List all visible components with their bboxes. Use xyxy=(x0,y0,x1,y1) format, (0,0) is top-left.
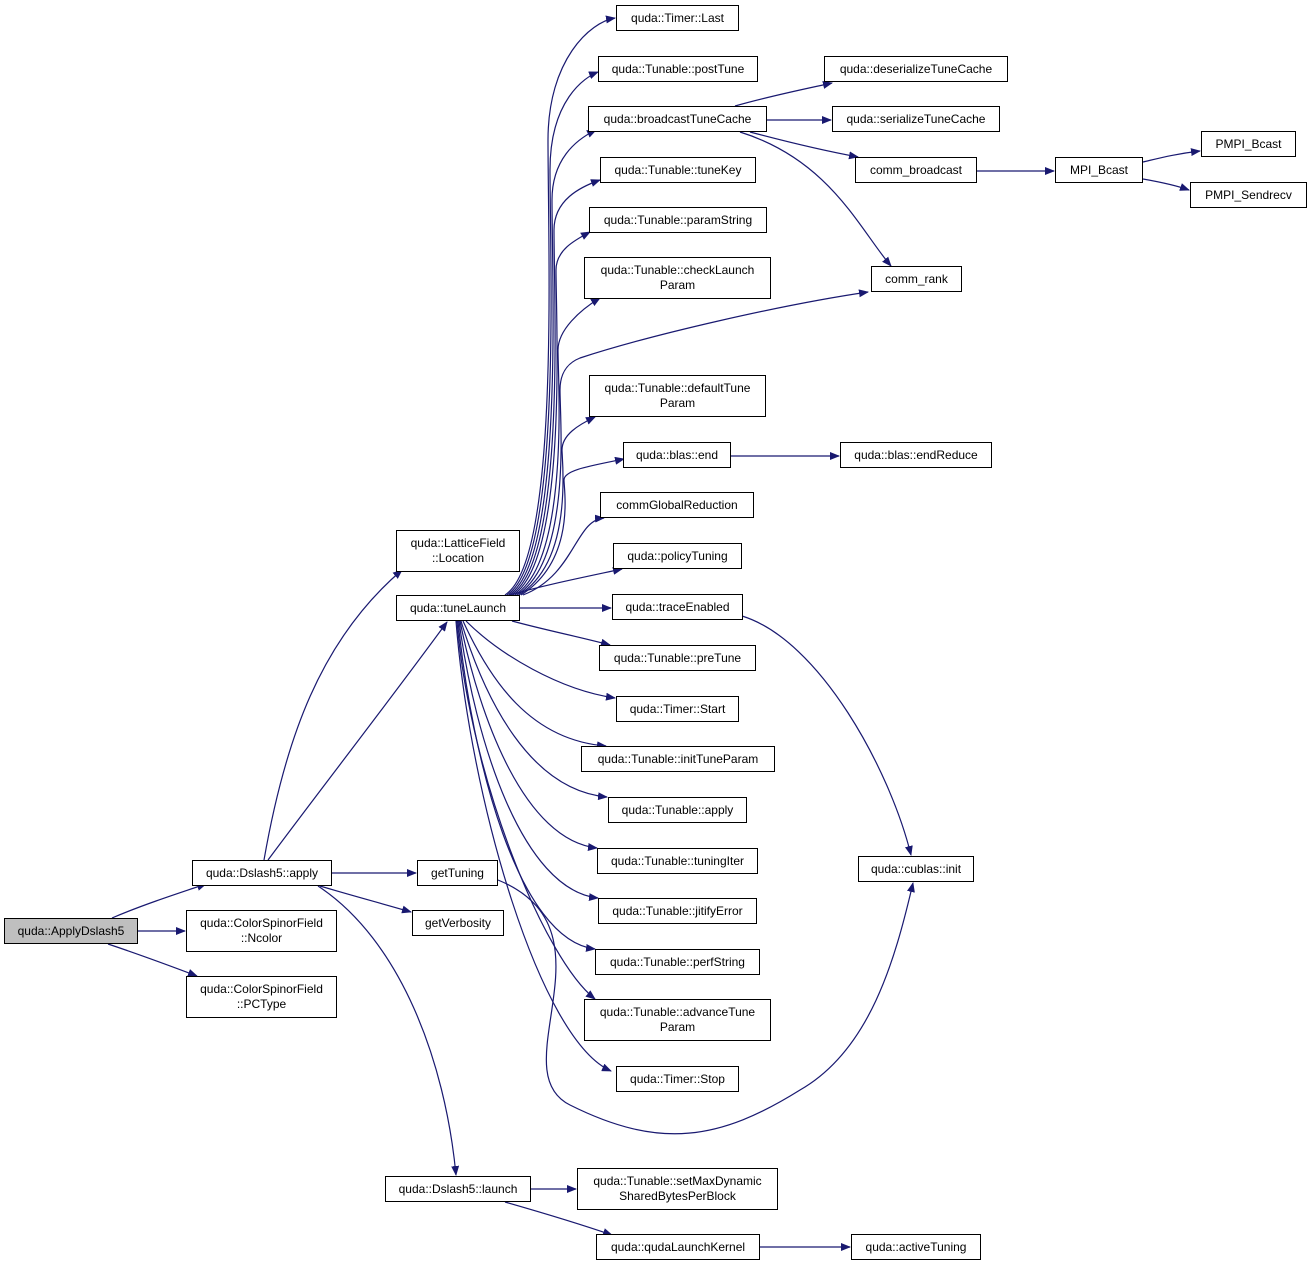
node-pre-tune[interactable]: quda::Tunable::preTune xyxy=(599,645,756,671)
node-dslash5-apply[interactable]: quda::Dslash5::apply xyxy=(192,860,332,886)
node-jitify-error[interactable]: quda::Tunable::jitifyError xyxy=(598,898,757,924)
node-broadcast-tune-cache[interactable]: quda::broadcastTuneCache xyxy=(588,106,767,132)
edge-dslash5-launch-to-quda-launch-kernel xyxy=(504,1201,613,1236)
node-blas-end[interactable]: quda::blas::end xyxy=(623,442,731,468)
edge-broadcast-tune-cache-to-comm-broadcast xyxy=(749,131,859,160)
edge-tune-launch-to-check-launch-param xyxy=(514,297,601,596)
edge-tune-launch-to-broadcast-tune-cache xyxy=(508,129,597,596)
node-pctype[interactable]: quda::ColorSpinorField ::PCType xyxy=(186,976,337,1018)
edge-dslash5-apply-to-lattice-location xyxy=(263,569,403,861)
edge-tune-launch-to-param-string xyxy=(512,231,591,596)
node-timer-start[interactable]: quda::Timer::Start xyxy=(616,696,739,722)
edge-broadcast-tune-cache-to-deserialize xyxy=(734,81,833,107)
node-serialize-tune-cache[interactable]: quda::serializeTuneCache xyxy=(832,106,1000,132)
edge-tune-launch-to-tunable-apply xyxy=(460,620,608,801)
edge-broadcast-tune-cache-to-comm-rank xyxy=(739,131,892,267)
node-pmpi-bcast[interactable]: PMPI_Bcast xyxy=(1201,131,1296,157)
node-tuning-iter[interactable]: quda::Tunable::tuningIter xyxy=(597,848,758,874)
edge-mpi-bcast-to-pmpi-bcast xyxy=(1142,148,1201,163)
node-blas-end-reduce[interactable]: quda::blas::endReduce xyxy=(840,442,992,468)
node-post-tune[interactable]: quda::Tunable::postTune xyxy=(598,56,758,82)
edge-dslash5-apply-to-tune-launch xyxy=(267,621,448,861)
edge-apply-dslash5-to-dslash5-apply xyxy=(111,883,207,919)
node-check-launch-param[interactable]: quda::Tunable::checkLaunch Param xyxy=(584,257,771,299)
edge-tune-launch-to-comm-rank xyxy=(516,289,869,596)
node-pmpi-sendrecv[interactable]: PMPI_Sendrecv xyxy=(1190,182,1307,208)
node-get-verbosity[interactable]: getVerbosity xyxy=(412,910,504,936)
node-comm-global-reduction[interactable]: commGlobalReduction xyxy=(600,492,754,518)
node-deserialize-tune-cache[interactable]: quda::deserializeTuneCache xyxy=(824,56,1008,82)
edge-get-tuning-to-cublas-init xyxy=(497,879,915,1135)
node-default-tune-param[interactable]: quda::Tunable::defaultTune Param xyxy=(589,375,766,417)
edge-tune-launch-to-timer-stop xyxy=(455,620,612,1072)
edge-tune-launch-to-default-tune-param xyxy=(518,416,596,596)
edge-apply-dslash5-to-pctype xyxy=(107,943,198,977)
node-param-string[interactable]: quda::Tunable::paramString xyxy=(589,207,767,233)
edge-tune-launch-to-blas-end xyxy=(520,456,625,596)
edge-tune-launch-to-advance-tune-param xyxy=(456,620,596,1000)
node-policy-tuning[interactable]: quda::policyTuning xyxy=(613,543,742,569)
edge-trace-enabled-to-cublas-init xyxy=(741,615,913,856)
edge-tune-launch-to-pre-tune xyxy=(511,620,611,647)
node-tunable-apply[interactable]: quda::Tunable::apply xyxy=(608,797,747,823)
node-ncolor[interactable]: quda::ColorSpinorField ::Ncolor xyxy=(186,910,337,952)
edge-tune-launch-to-policy-tuning xyxy=(509,566,623,596)
node-comm-rank[interactable]: comm_rank xyxy=(871,266,962,292)
node-mpi-bcast[interactable]: MPI_Bcast xyxy=(1055,157,1143,183)
node-timer-last[interactable]: quda::Timer::Last xyxy=(616,5,739,31)
node-lattice-location[interactable]: quda::LatticeField ::Location xyxy=(396,530,520,572)
node-tune-key[interactable]: quda::Tunable::tuneKey xyxy=(600,157,756,183)
edge-tune-launch-to-tuning-iter xyxy=(459,620,598,851)
edge-tune-launch-to-post-tune xyxy=(506,71,599,596)
edge-tune-launch-to-tune-key xyxy=(510,179,601,596)
node-quda-launch-kernel[interactable]: quda::qudaLaunchKernel xyxy=(596,1234,760,1260)
node-apply-dslash5: quda::ApplyDslash5 xyxy=(4,918,138,944)
node-dslash5-launch[interactable]: quda::Dslash5::launch xyxy=(385,1176,531,1202)
node-cublas-init[interactable]: quda::cublas::init xyxy=(858,856,974,882)
edge-tune-launch-to-jitify-error xyxy=(458,620,599,902)
edge-mpi-bcast-to-pmpi-sendrecv xyxy=(1142,178,1190,191)
edge-dslash5-apply-to-dslash5-launch xyxy=(317,885,460,1176)
node-advance-tune-param[interactable]: quda::Tunable::advanceTune Param xyxy=(584,999,771,1041)
node-comm-broadcast[interactable]: comm_broadcast xyxy=(855,157,977,183)
edge-tune-launch-to-timer-start xyxy=(465,620,616,701)
node-init-tune-param[interactable]: quda::Tunable::initTuneParam xyxy=(581,746,775,772)
edge-tune-launch-to-timer-last xyxy=(504,15,616,596)
edge-dslash5-apply-to-get-verbosity xyxy=(319,885,412,914)
node-get-tuning[interactable]: getTuning xyxy=(417,860,498,886)
node-perf-string[interactable]: quda::Tunable::perfString xyxy=(595,949,760,975)
node-set-max-dynamic[interactable]: quda::Tunable::setMaxDynamic SharedBytes… xyxy=(577,1168,778,1210)
node-active-tuning[interactable]: quda::activeTuning xyxy=(851,1234,981,1260)
edge-tune-launch-to-init-tune-param xyxy=(462,620,607,750)
edge-tune-launch-to-perf-string xyxy=(457,620,596,952)
node-trace-enabled[interactable]: quda::traceEnabled xyxy=(612,594,743,620)
node-tune-launch[interactable]: quda::tuneLaunch xyxy=(396,595,520,621)
node-timer-stop[interactable]: quda::Timer::Stop xyxy=(616,1066,739,1092)
